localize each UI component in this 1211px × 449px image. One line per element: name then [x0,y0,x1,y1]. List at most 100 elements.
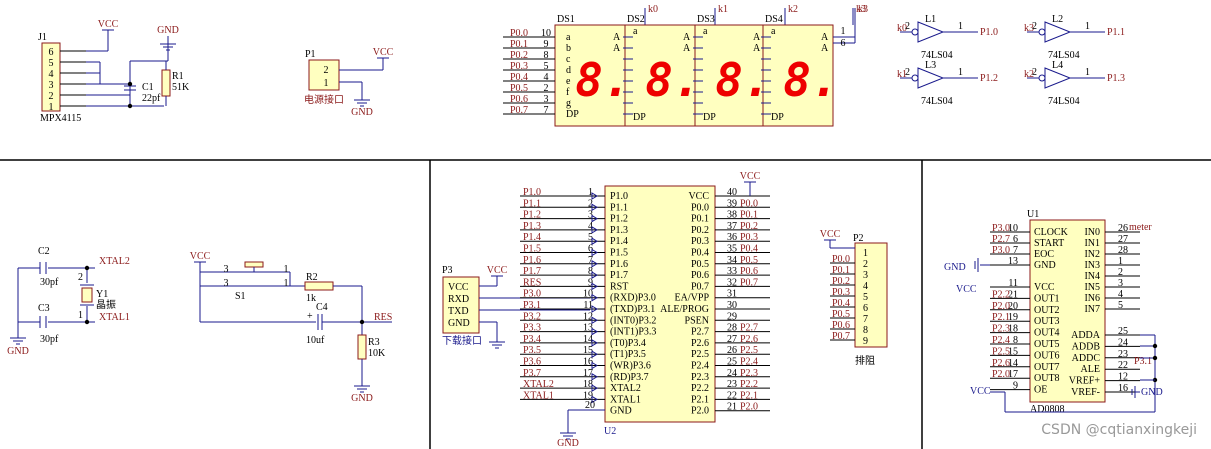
u1-pin-number: 12 [1118,372,1128,383]
u2-pin-name: P0.3 [691,236,709,247]
u1-pin-number: 27 [1118,234,1128,245]
u1-pin-number: 8 [1013,335,1018,346]
meter-net: meter [1129,222,1152,233]
u2-pin-name: EA/VPP [675,293,710,304]
gnd-label: GND [944,262,966,273]
segment-name: g [566,98,571,109]
u2-pin-number: 9 [588,277,593,288]
u1-left-net: P3.0 [992,223,1010,234]
inverter-pin-number: 1 [958,21,963,32]
u2-pin-number: 13 [583,323,593,334]
u2-pin-name: XTAL2 [610,383,641,394]
j1-pin-number: 3 [49,80,54,91]
u2-pin-number: 1 [588,187,593,198]
pin-arrow [591,305,598,313]
c4-ref: C4 [316,302,328,313]
u1-pin-number: 19 [1008,312,1018,323]
u1-pin-name: EOC [1034,249,1054,260]
u1-pin-number: 14 [1008,358,1018,369]
r2-ref: R2 [306,272,318,283]
inverter-in-net: k2 [1024,69,1034,80]
p2-name: 排阻 [855,354,875,367]
segment-pin-number: 2 [544,83,549,94]
u1-pin-name: GND [1034,260,1056,271]
u1-pin-name: IN4 [1084,271,1100,282]
u2-left-net: RES [523,277,541,288]
ds-anode-label: A [613,32,621,43]
u2-right-net: P0.4 [740,244,758,255]
segment-name: DP [771,112,784,123]
segment-name: c [566,54,571,65]
p2-pin-number: 9 [863,336,868,347]
u2-pin-name: RST [610,281,628,292]
u1-left-net: P2.1 [992,312,1010,323]
ds-anode-label: A [683,43,691,54]
u1-pin-name: IN3 [1084,260,1100,271]
p2-net: P0.2 [832,276,850,287]
j1-pin-number: 2 [49,91,54,102]
u2-left-net: P1.5 [523,244,541,255]
u2-right-net: P2.4 [740,357,758,368]
inverter-ref: L4 [1052,60,1063,71]
ds-ref: DS1 [557,14,575,25]
inverter-pin-number: 1 [1085,21,1090,32]
u2-pin-name: P1.3 [610,225,628,236]
u2-pin-number: 6 [588,244,593,255]
s1-pin-number: 1 [284,278,289,289]
u2-pin-name: P1.5 [610,248,628,259]
u2-left-net: P3.4 [523,334,541,345]
j1-ref: J1 [38,32,47,43]
inverter-bubble [911,28,919,36]
u2-right-net: P2.7 [740,323,758,334]
u1-pin-name: OUT4 [1034,328,1060,339]
vcc-label: VCC [487,265,508,276]
segment-pin-number: 9 [544,39,549,50]
inverter-pin-number: 2 [905,67,910,78]
u2-pin-number: 23 [727,379,737,390]
ds-body [762,24,834,127]
u2-pin-name: P1.6 [610,259,628,270]
s1-pin-number: 3 [224,278,229,289]
c1-value: 22pf [142,93,161,104]
j1-value: MPX4115 [40,113,81,124]
p2-pin-number: 8 [863,325,868,336]
u1-pin-number: 5 [1118,300,1123,311]
u1-pin-number: 4 [1118,289,1123,300]
u2-pin-name: P2.2 [691,383,709,394]
segment-net: P0.4 [510,72,528,83]
inverter-pin-number: 2 [1032,21,1037,32]
u1-pin-name: IN7 [1084,304,1100,315]
u1-left-net: P2.7 [992,234,1010,245]
p1-pin-number: 1 [324,78,329,89]
u2-pin-name: (RD)P3.7 [610,372,649,383]
segment-name: DP [633,112,646,123]
u2-pin-name: P2.3 [691,372,709,383]
u2-left-net: XTAL1 [523,390,554,401]
u1-pin-name: ALE [1081,364,1100,375]
u2-pin-number: 2 [588,198,593,209]
ds-anode-label: A [821,32,829,43]
segment-pin-number: 4 [544,72,549,83]
r3-ref: R3 [368,337,380,348]
u2-pin-name: XTAL1 [610,394,641,405]
u1-pin-number: 24 [1118,337,1128,348]
pin-arrow [591,271,598,279]
inverter-ref: L1 [925,14,936,25]
u1-pin-number: 15 [1008,346,1018,357]
inverter-type: 74LS04 [1048,96,1080,107]
p1-ref: P1 [305,49,316,60]
segment-pin-number: 3 [544,94,549,105]
pin-arrow [591,372,598,381]
segment-net: P0.2 [510,50,528,61]
u2-pin-name: (T1)P3.5 [610,349,646,360]
u2-pin-name: P2.4 [691,361,709,372]
ds-k-label: k0 [648,4,658,15]
pin-arrow [591,226,598,234]
u2-pin-number: 15 [583,345,593,356]
inverter-pin-number: 2 [1032,67,1037,78]
inverter-out-net: P1.2 [980,73,998,84]
pin-arrow [591,248,598,257]
inverter-pin-number: 1 [1085,67,1090,78]
u2-pin-name: P2.7 [691,327,709,338]
u2-pin-number: 35 [727,244,737,255]
